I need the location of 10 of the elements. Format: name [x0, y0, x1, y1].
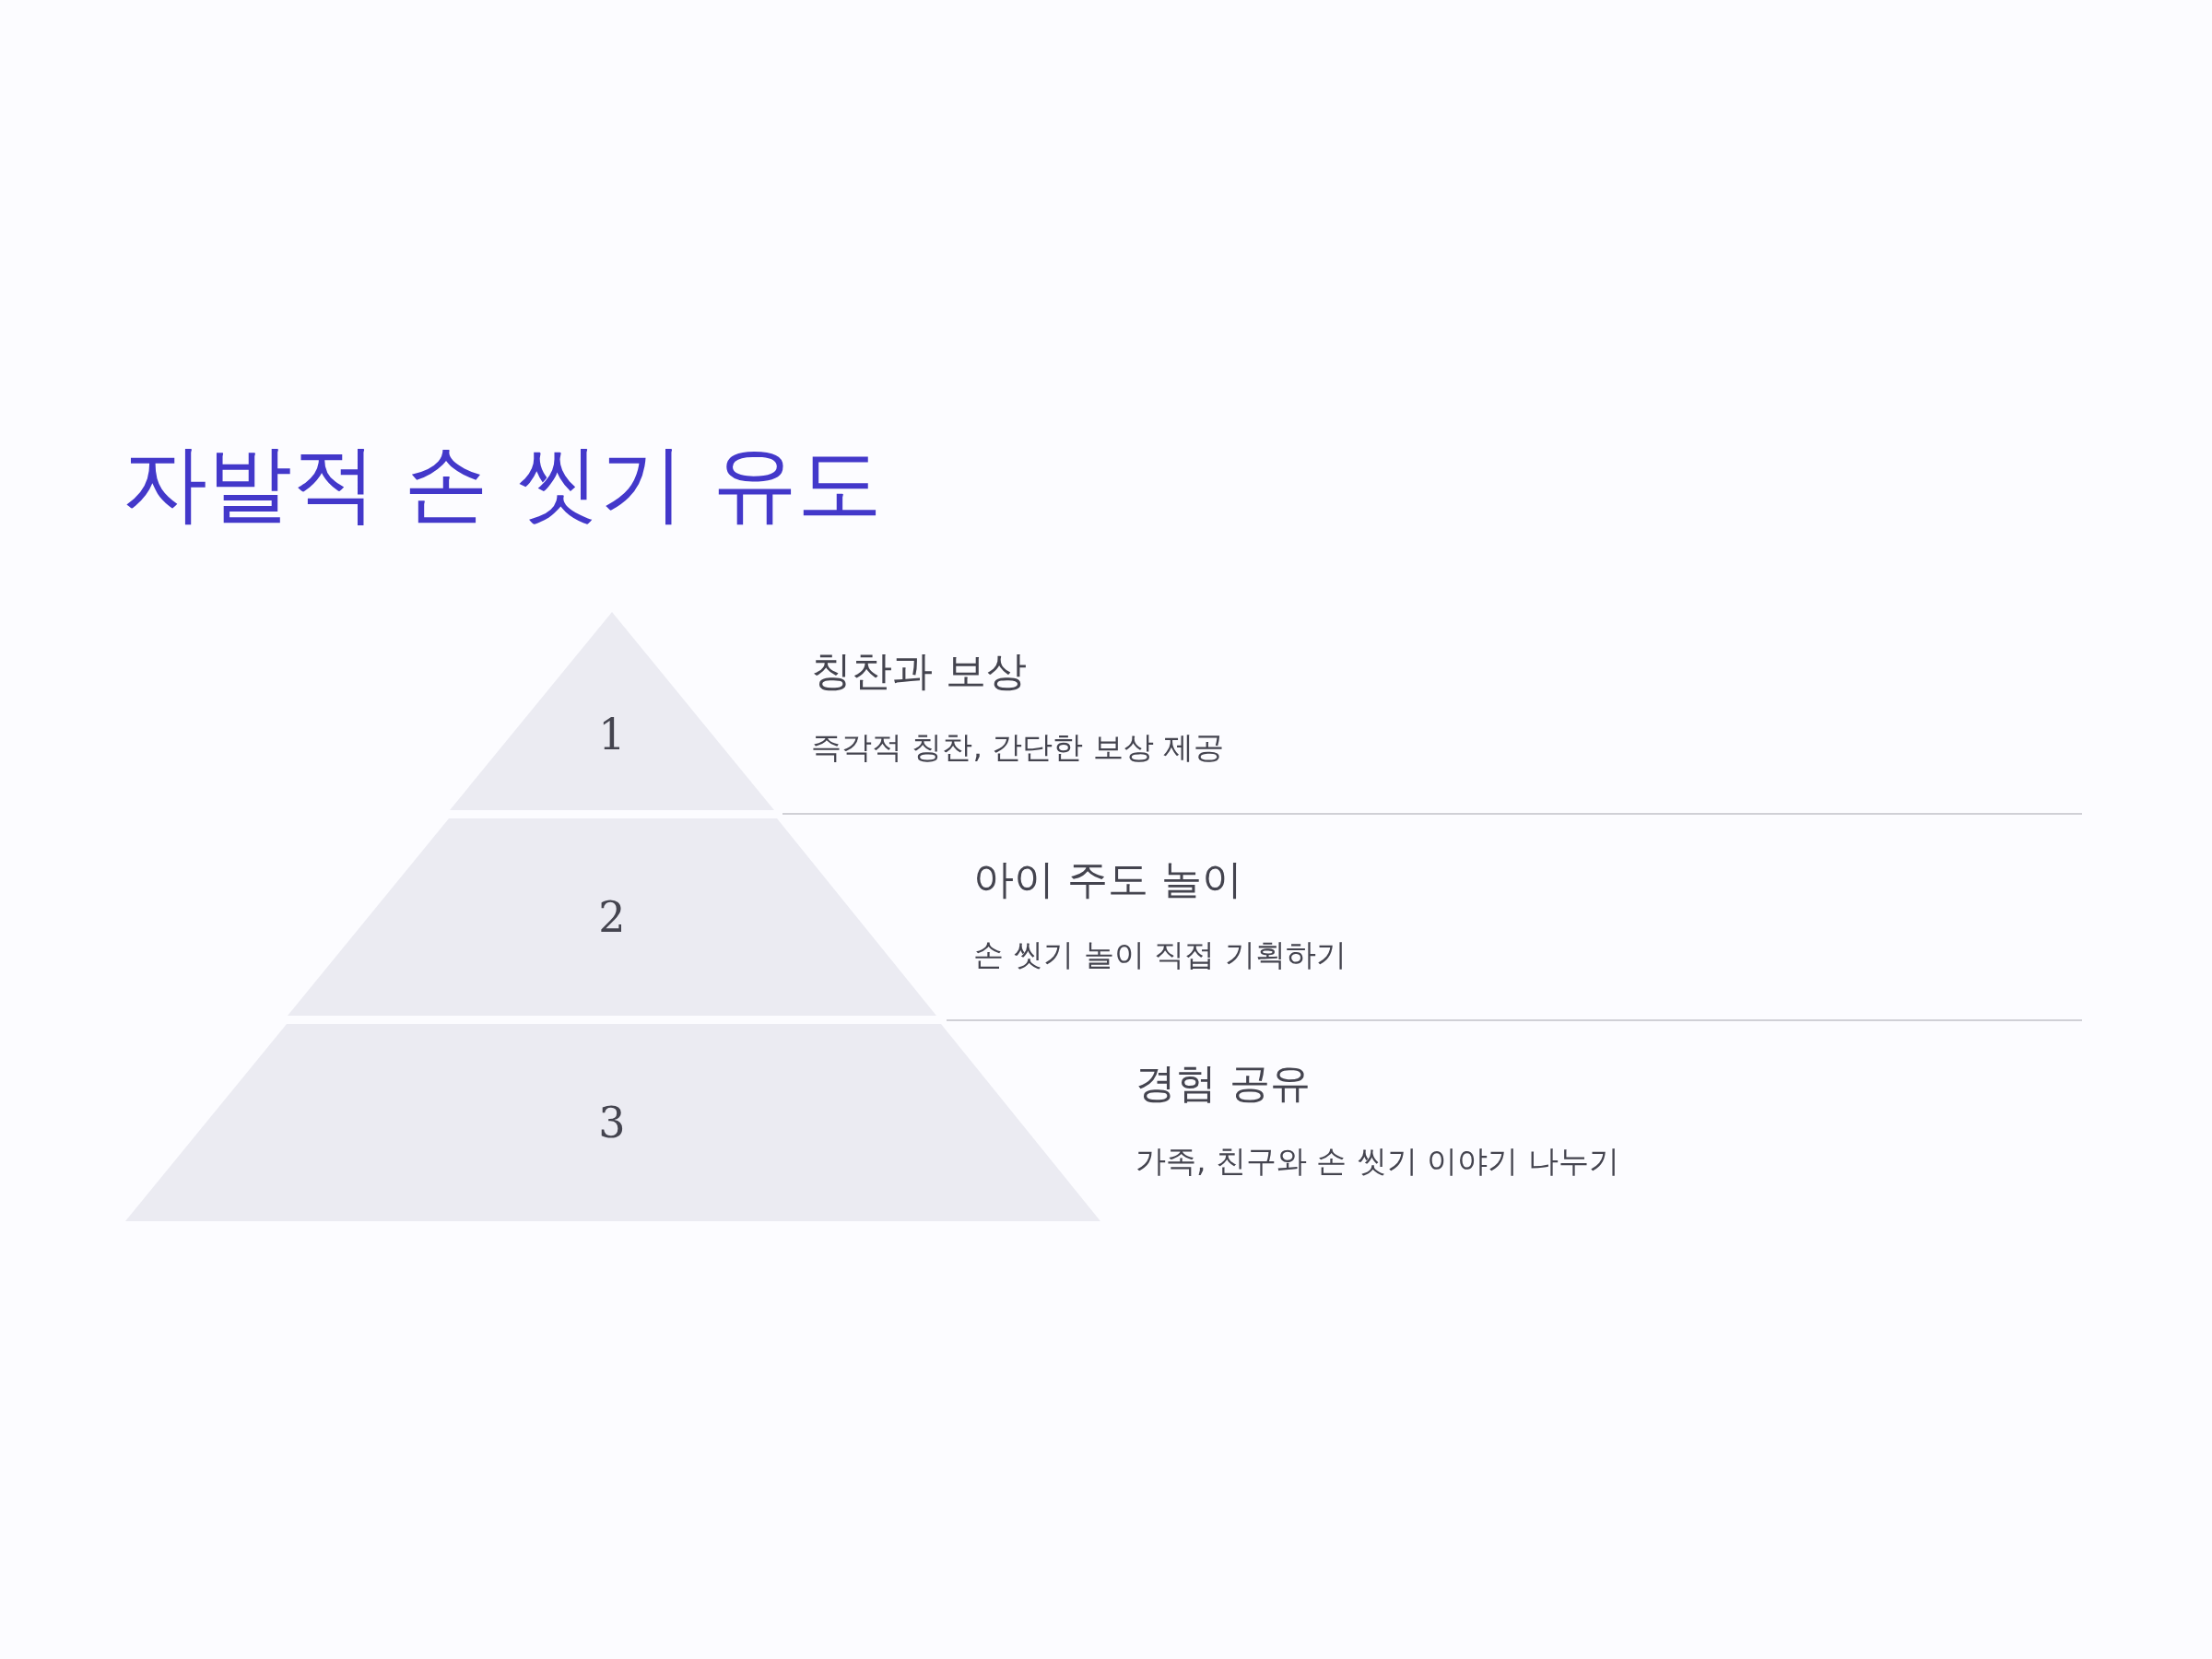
tier-heading: 칭찬과 보상	[811, 646, 1027, 696]
tier-number: 3	[598, 1101, 626, 1144]
tier-description: 즉각적 칭찬, 간단한 보상 제공	[811, 729, 1225, 766]
tier-description: 손 씻기 놀이 직접 기획하기	[973, 936, 1347, 973]
tier-description: 가족, 친구와 손 씻기 이야기 나누기	[1135, 1143, 1619, 1180]
tier-number: 1	[598, 713, 626, 756]
tier-heading: 아이 주도 놀이	[973, 854, 1242, 904]
title: 자발적 손 씻기 유도	[123, 433, 882, 535]
tier-heading: 경험 공유	[1135, 1058, 1311, 1108]
tier-number: 2	[598, 896, 626, 938]
